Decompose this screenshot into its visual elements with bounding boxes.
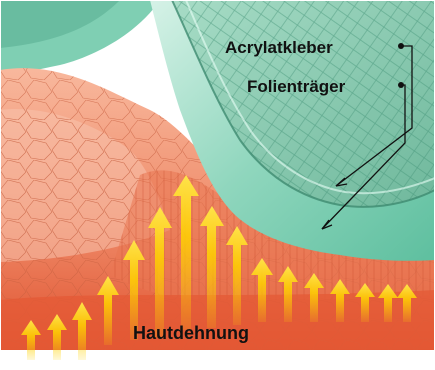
label-backing: Folienträger (247, 77, 346, 96)
label-skin-stretch: Hautdehnung (133, 323, 249, 343)
label-adhesive: Acrylatkleber (225, 38, 333, 57)
